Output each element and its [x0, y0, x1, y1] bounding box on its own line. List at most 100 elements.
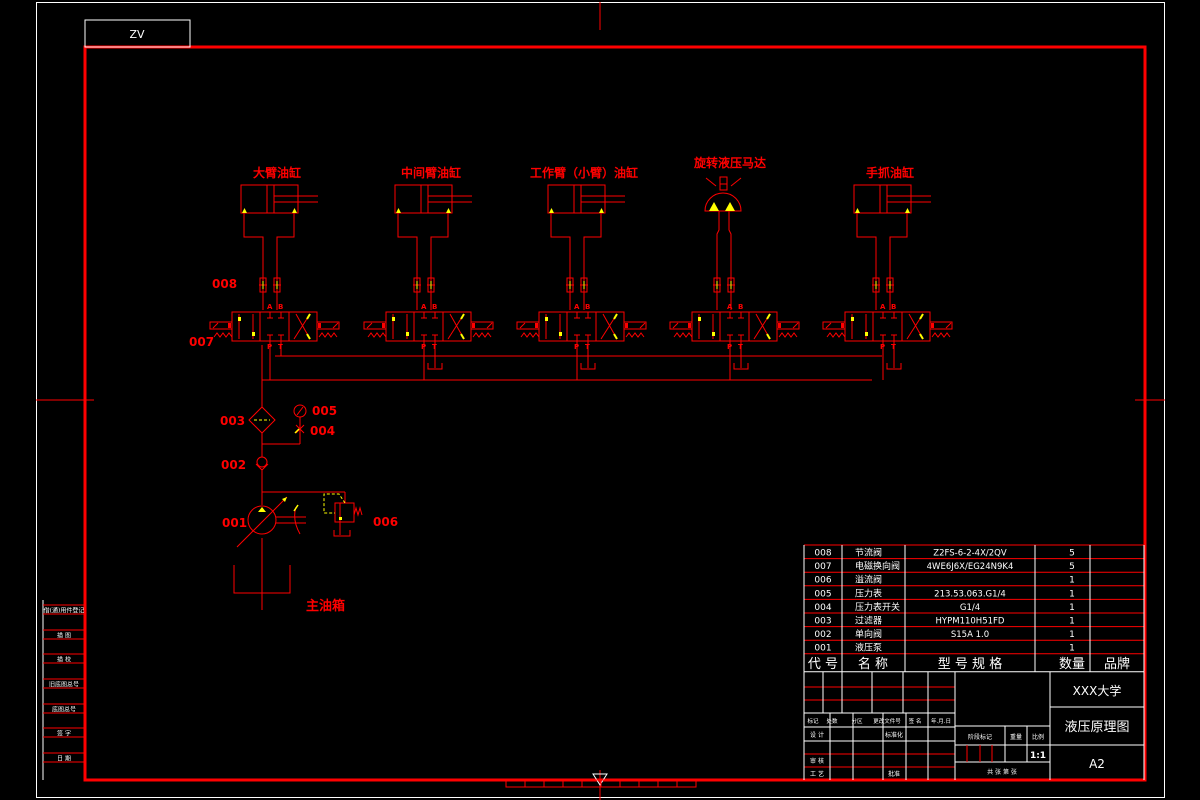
callout-006: 006	[373, 515, 398, 529]
bom-row: 001 液压泵 1	[814, 642, 1074, 654]
bom-code: 008	[814, 549, 831, 559]
actuator-label: 中间臂油缸	[401, 165, 461, 180]
throttle-valve-008	[259, 277, 267, 293]
rev-header: 更改文件号	[873, 717, 901, 725]
throttle-valve-008	[886, 277, 894, 293]
throttle-valve-008	[566, 277, 574, 293]
relief-valve-006	[323, 493, 363, 537]
valve-branches: 大臂油缸ABPT中间臂油缸ABPT工作臂（小臂）油缸ABPT旋转液压马达ABPT…	[209, 155, 953, 380]
main-tank	[233, 565, 291, 594]
cylinder-symbol	[547, 184, 625, 310]
bom-name: 电磁换向阀	[855, 560, 900, 572]
actuator-label: 大臂油缸	[253, 165, 301, 180]
bom-name: 单向阀	[855, 628, 882, 640]
corner-tag-box	[84, 19, 191, 48]
bom-name: 压力表开关	[855, 601, 900, 613]
bom-header-cell: 名 称	[858, 656, 888, 672]
side-strip-label: 描 校	[57, 656, 71, 664]
port-label-b: B	[738, 303, 743, 311]
check-valve-002	[255, 456, 269, 471]
port-label-a: A	[574, 303, 580, 311]
bom-header-cell: 型 号 规 格	[938, 656, 1002, 672]
rev-header: 分区	[851, 717, 863, 725]
branch-cyl-5: 手抓油缸 ABPT	[822, 165, 953, 380]
bom-row: 004 压力表开关 G1/4 1	[814, 601, 1074, 613]
bom-qty: 1	[1069, 576, 1075, 586]
callout-002: 002	[221, 458, 246, 472]
bom-code: 001	[814, 644, 831, 654]
bom-model: G1/4	[960, 603, 980, 613]
hydraulic-pump-001	[236, 496, 306, 548]
port-label-b: B	[585, 303, 590, 311]
motor-symbol	[704, 176, 742, 310]
weight-label: 重量	[1010, 733, 1022, 741]
callout-005: 005	[312, 404, 337, 418]
solenoid-valve-007: ABPT	[363, 303, 494, 380]
branch-cyl-1: 大臂油缸ABPT	[209, 165, 340, 380]
bom-code: 007	[814, 562, 831, 572]
port-label-b: B	[432, 303, 437, 311]
port-label-a: A	[727, 303, 733, 311]
bom-code: 004	[814, 603, 831, 613]
bom-code: 003	[814, 617, 831, 627]
standardize-label: 标准化	[885, 731, 903, 739]
ruler-cell	[676, 779, 697, 788]
rev-header: 年.月.日	[931, 717, 951, 725]
callout-003: 003	[220, 414, 245, 428]
stage-mark-label: 阶段标记	[968, 733, 992, 741]
bom-qty: 5	[1069, 562, 1075, 572]
bom-model: 213.53.063.G1/4	[934, 589, 1006, 599]
callout-004: 004	[310, 424, 335, 438]
throttle-valve-008	[273, 277, 281, 293]
review-label: 审 核	[810, 757, 824, 765]
bottom-ruler	[505, 779, 697, 788]
throttle-valve-008	[727, 277, 735, 293]
actuator-label: 工作臂（小臂）油缸	[530, 165, 638, 180]
scale-label: 比例	[1032, 733, 1044, 741]
side-strip-label: 旧底图总号	[49, 681, 79, 689]
side-strip-label: 日 期	[57, 755, 71, 763]
bom-name: 过滤器	[855, 615, 882, 627]
bom-header-cell: 代 号	[808, 657, 838, 672]
rev-header: 标记	[807, 717, 819, 725]
callout-008: 008	[212, 277, 237, 291]
scale-value: 1:1	[1030, 751, 1046, 761]
side-strip-label: 签 字	[57, 730, 71, 738]
branch-motor: 旋转液压马达 ABPT	[669, 155, 800, 380]
port-label-b: B	[278, 303, 283, 311]
bom-name: 节流阀	[855, 547, 882, 559]
actuator-label: 旋转液压马达	[693, 155, 766, 170]
approve-label: 批准	[888, 770, 900, 778]
outer-frame	[36, 2, 1165, 798]
cylinder-symbol	[240, 184, 318, 310]
side-strip-label: 底图总号	[52, 706, 76, 714]
drawing-name: 液压原理图	[1064, 720, 1129, 735]
bom-qty: 1	[1069, 603, 1075, 613]
side-strip-label: 借(通)用件登记	[44, 607, 85, 615]
bom-qty: 1	[1069, 644, 1075, 654]
port-label-a: A	[880, 303, 886, 311]
bom-model: HYPM110H51FD	[936, 617, 1005, 627]
solenoid-valve-007: ABPT	[516, 303, 647, 380]
bom-name: 溢流阀	[855, 574, 882, 586]
bom-model: Z2FS-6-2-4X/2QV	[933, 549, 1007, 559]
solenoid-valve-007: ABPT	[669, 303, 800, 380]
process-label: 工 艺	[810, 770, 824, 778]
bom-qty: 1	[1069, 589, 1075, 599]
gauge-switch-004	[294, 424, 305, 434]
solenoid-valve-007: ABPT	[822, 303, 953, 380]
bom-code: 006	[814, 576, 831, 586]
throttle-valve-008	[713, 277, 721, 293]
bom-code: 005	[814, 589, 831, 599]
bom-name: 液压泵	[855, 642, 882, 654]
throttle-valve-008	[413, 277, 421, 293]
sheets-label: 共 张 第 张	[987, 768, 1017, 776]
bom-header-cell: 数量	[1059, 657, 1085, 672]
bom-qty: 1	[1069, 630, 1075, 640]
actuator-label: 手抓油缸	[866, 165, 914, 180]
